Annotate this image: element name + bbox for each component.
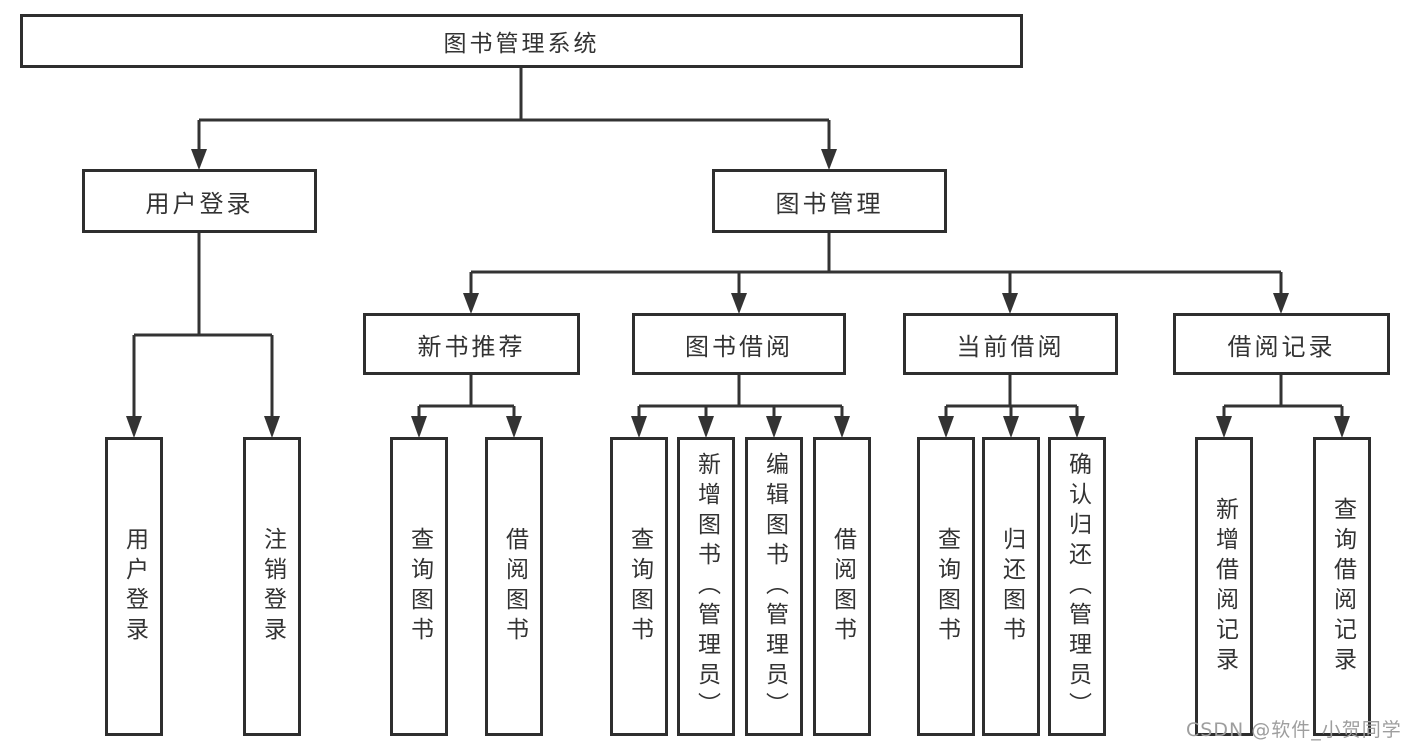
node-root: 图书管理系统 <box>20 14 1023 68</box>
leaf-query-borrow-record-label: 查询借阅记录 <box>1329 496 1356 677</box>
connector-new-books-to-leaves <box>417 375 516 417</box>
arrowhead <box>411 416 427 438</box>
node-book-management-label: 图书管理 <box>775 189 884 218</box>
arrowhead <box>1069 416 1085 438</box>
arrowhead <box>191 149 207 170</box>
leaf-user-login: 用户登录 <box>105 437 163 736</box>
node-borrowing-records: 借阅记录 <box>1173 313 1390 375</box>
leaf-return-books: 归还图书 <box>982 437 1040 736</box>
leaf-query-books-current-label: 查询图书 <box>933 526 960 647</box>
connector-book-borrow-to-leaves <box>637 375 844 417</box>
node-user-login: 用户登录 <box>82 169 317 233</box>
arrowhead <box>463 293 479 314</box>
leaf-add-books-admin-label: 新增图书（管理员） <box>693 451 720 722</box>
arrowhead <box>506 416 522 438</box>
arrowheads <box>126 149 1350 438</box>
node-user-login-label: 用户登录 <box>145 189 254 218</box>
node-book-borrowing: 图书借阅 <box>632 313 846 375</box>
leaf-return-books-label: 归还图书 <box>998 526 1025 647</box>
leaf-query-books-recommend: 查询图书 <box>390 437 448 736</box>
connector-user-login-to-leaves <box>132 233 274 417</box>
leaf-query-books-borrowing: 查询图书 <box>610 437 668 736</box>
connector-borrow-records-to-leaves <box>1222 375 1344 417</box>
arrowhead <box>1003 416 1019 438</box>
node-current-borrowing-label: 当前借阅 <box>956 332 1065 361</box>
arrowhead <box>731 293 747 314</box>
leaf-query-books-borrowing-label: 查询图书 <box>626 526 653 647</box>
arrowhead <box>1273 293 1289 314</box>
arrowhead <box>766 416 782 438</box>
node-new-book-recommend-label: 新书推荐 <box>417 332 526 361</box>
leaf-edit-books-admin: 编辑图书（管理员） <box>745 437 803 736</box>
leaf-borrow-books-recommend-label: 借阅图书 <box>501 526 528 647</box>
connector-root-to-level2 <box>197 67 831 150</box>
leaf-query-borrow-record: 查询借阅记录 <box>1313 437 1371 736</box>
leaf-add-borrow-record-label: 新增借阅记录 <box>1211 496 1238 677</box>
arrowhead <box>834 416 850 438</box>
arrowhead <box>821 149 837 170</box>
leaf-edit-books-admin-label: 编辑图书（管理员） <box>761 451 788 722</box>
leaf-query-books-current: 查询图书 <box>917 437 975 736</box>
arrowhead <box>1334 416 1350 438</box>
node-new-book-recommend: 新书推荐 <box>363 313 580 375</box>
connector-book-mgmt-to-level3 <box>469 233 1283 293</box>
arrowhead <box>938 416 954 438</box>
csdn-watermark: CSDN @软件_小贺同学 <box>1186 719 1402 741</box>
leaf-confirm-return-admin: 确认归还（管理员） <box>1048 437 1106 736</box>
arrowhead <box>631 416 647 438</box>
node-root-label: 图书管理系统 <box>443 31 600 57</box>
node-borrowing-records-label: 借阅记录 <box>1227 332 1336 361</box>
leaf-add-books-admin: 新增图书（管理员） <box>677 437 735 736</box>
arrowhead <box>126 416 142 438</box>
leaf-borrow-books-label: 借阅图书 <box>829 526 856 647</box>
leaf-user-login-label: 用户登录 <box>121 526 148 647</box>
arrowhead <box>264 416 280 438</box>
node-book-management: 图书管理 <box>712 169 947 233</box>
leaf-borrow-books-recommend: 借阅图书 <box>485 437 543 736</box>
arrowhead <box>1216 416 1232 438</box>
arrowhead <box>1002 293 1018 314</box>
arrowhead <box>698 416 714 438</box>
connector-current-borrow-to-leaves <box>944 375 1079 417</box>
leaf-logout: 注销登录 <box>243 437 301 736</box>
leaf-confirm-return-admin-label: 确认归还（管理员） <box>1064 451 1091 722</box>
leaf-logout-label: 注销登录 <box>259 526 286 647</box>
node-book-borrowing-label: 图书借阅 <box>685 332 793 361</box>
leaf-borrow-books: 借阅图书 <box>813 437 871 736</box>
leaf-query-books-recommend-label: 查询图书 <box>406 526 433 647</box>
node-current-borrowing: 当前借阅 <box>903 313 1118 375</box>
leaf-add-borrow-record: 新增借阅记录 <box>1195 437 1253 736</box>
